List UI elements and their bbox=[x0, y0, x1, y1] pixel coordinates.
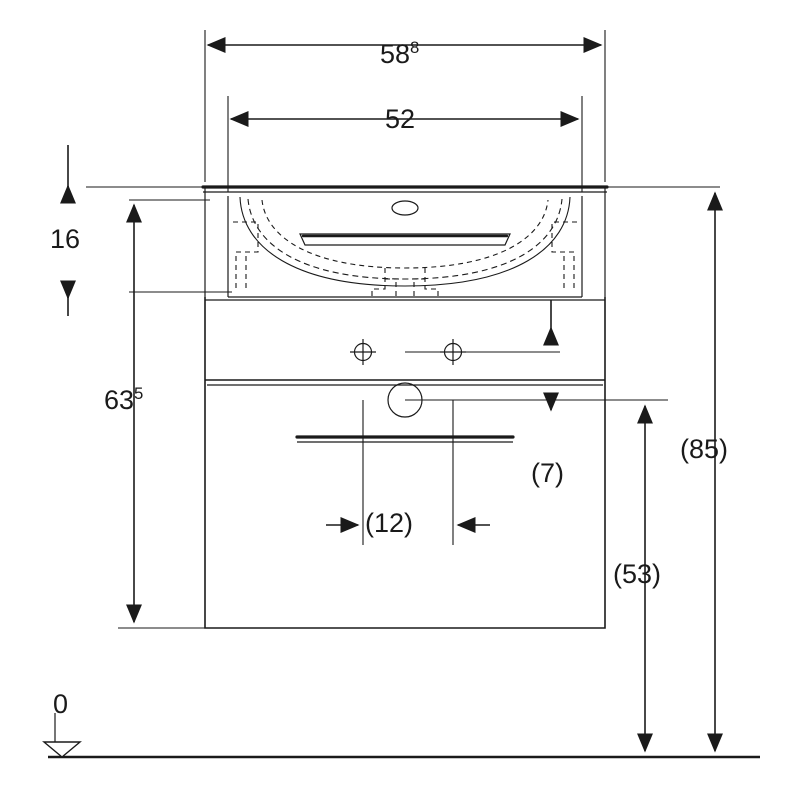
dimension-label-waste-height: (53) bbox=[613, 559, 662, 589]
dimension-label-total-height: 635 bbox=[104, 384, 144, 415]
product-outline bbox=[42, 30, 760, 759]
cabinet-group bbox=[204, 297, 606, 629]
dimension-lines bbox=[60, 37, 723, 753]
floor-line-group bbox=[42, 713, 760, 759]
basin-group bbox=[201, 185, 609, 298]
extension-lines bbox=[86, 30, 720, 629]
dimension-label-waste-offset: (7) bbox=[531, 458, 564, 488]
dimension-label-mounting-height: (85) bbox=[680, 434, 729, 464]
dimension-label-tap-hole-spacing: (12) bbox=[365, 508, 414, 538]
dimension-label-floor-datum: 0 bbox=[53, 689, 69, 719]
dimension-label-basin-height: 16 bbox=[50, 224, 81, 254]
dimension-label-overall-width: 588 bbox=[380, 38, 420, 69]
fittings-group bbox=[350, 339, 466, 418]
dimension-label-cabinet-width: 52 bbox=[385, 104, 416, 134]
